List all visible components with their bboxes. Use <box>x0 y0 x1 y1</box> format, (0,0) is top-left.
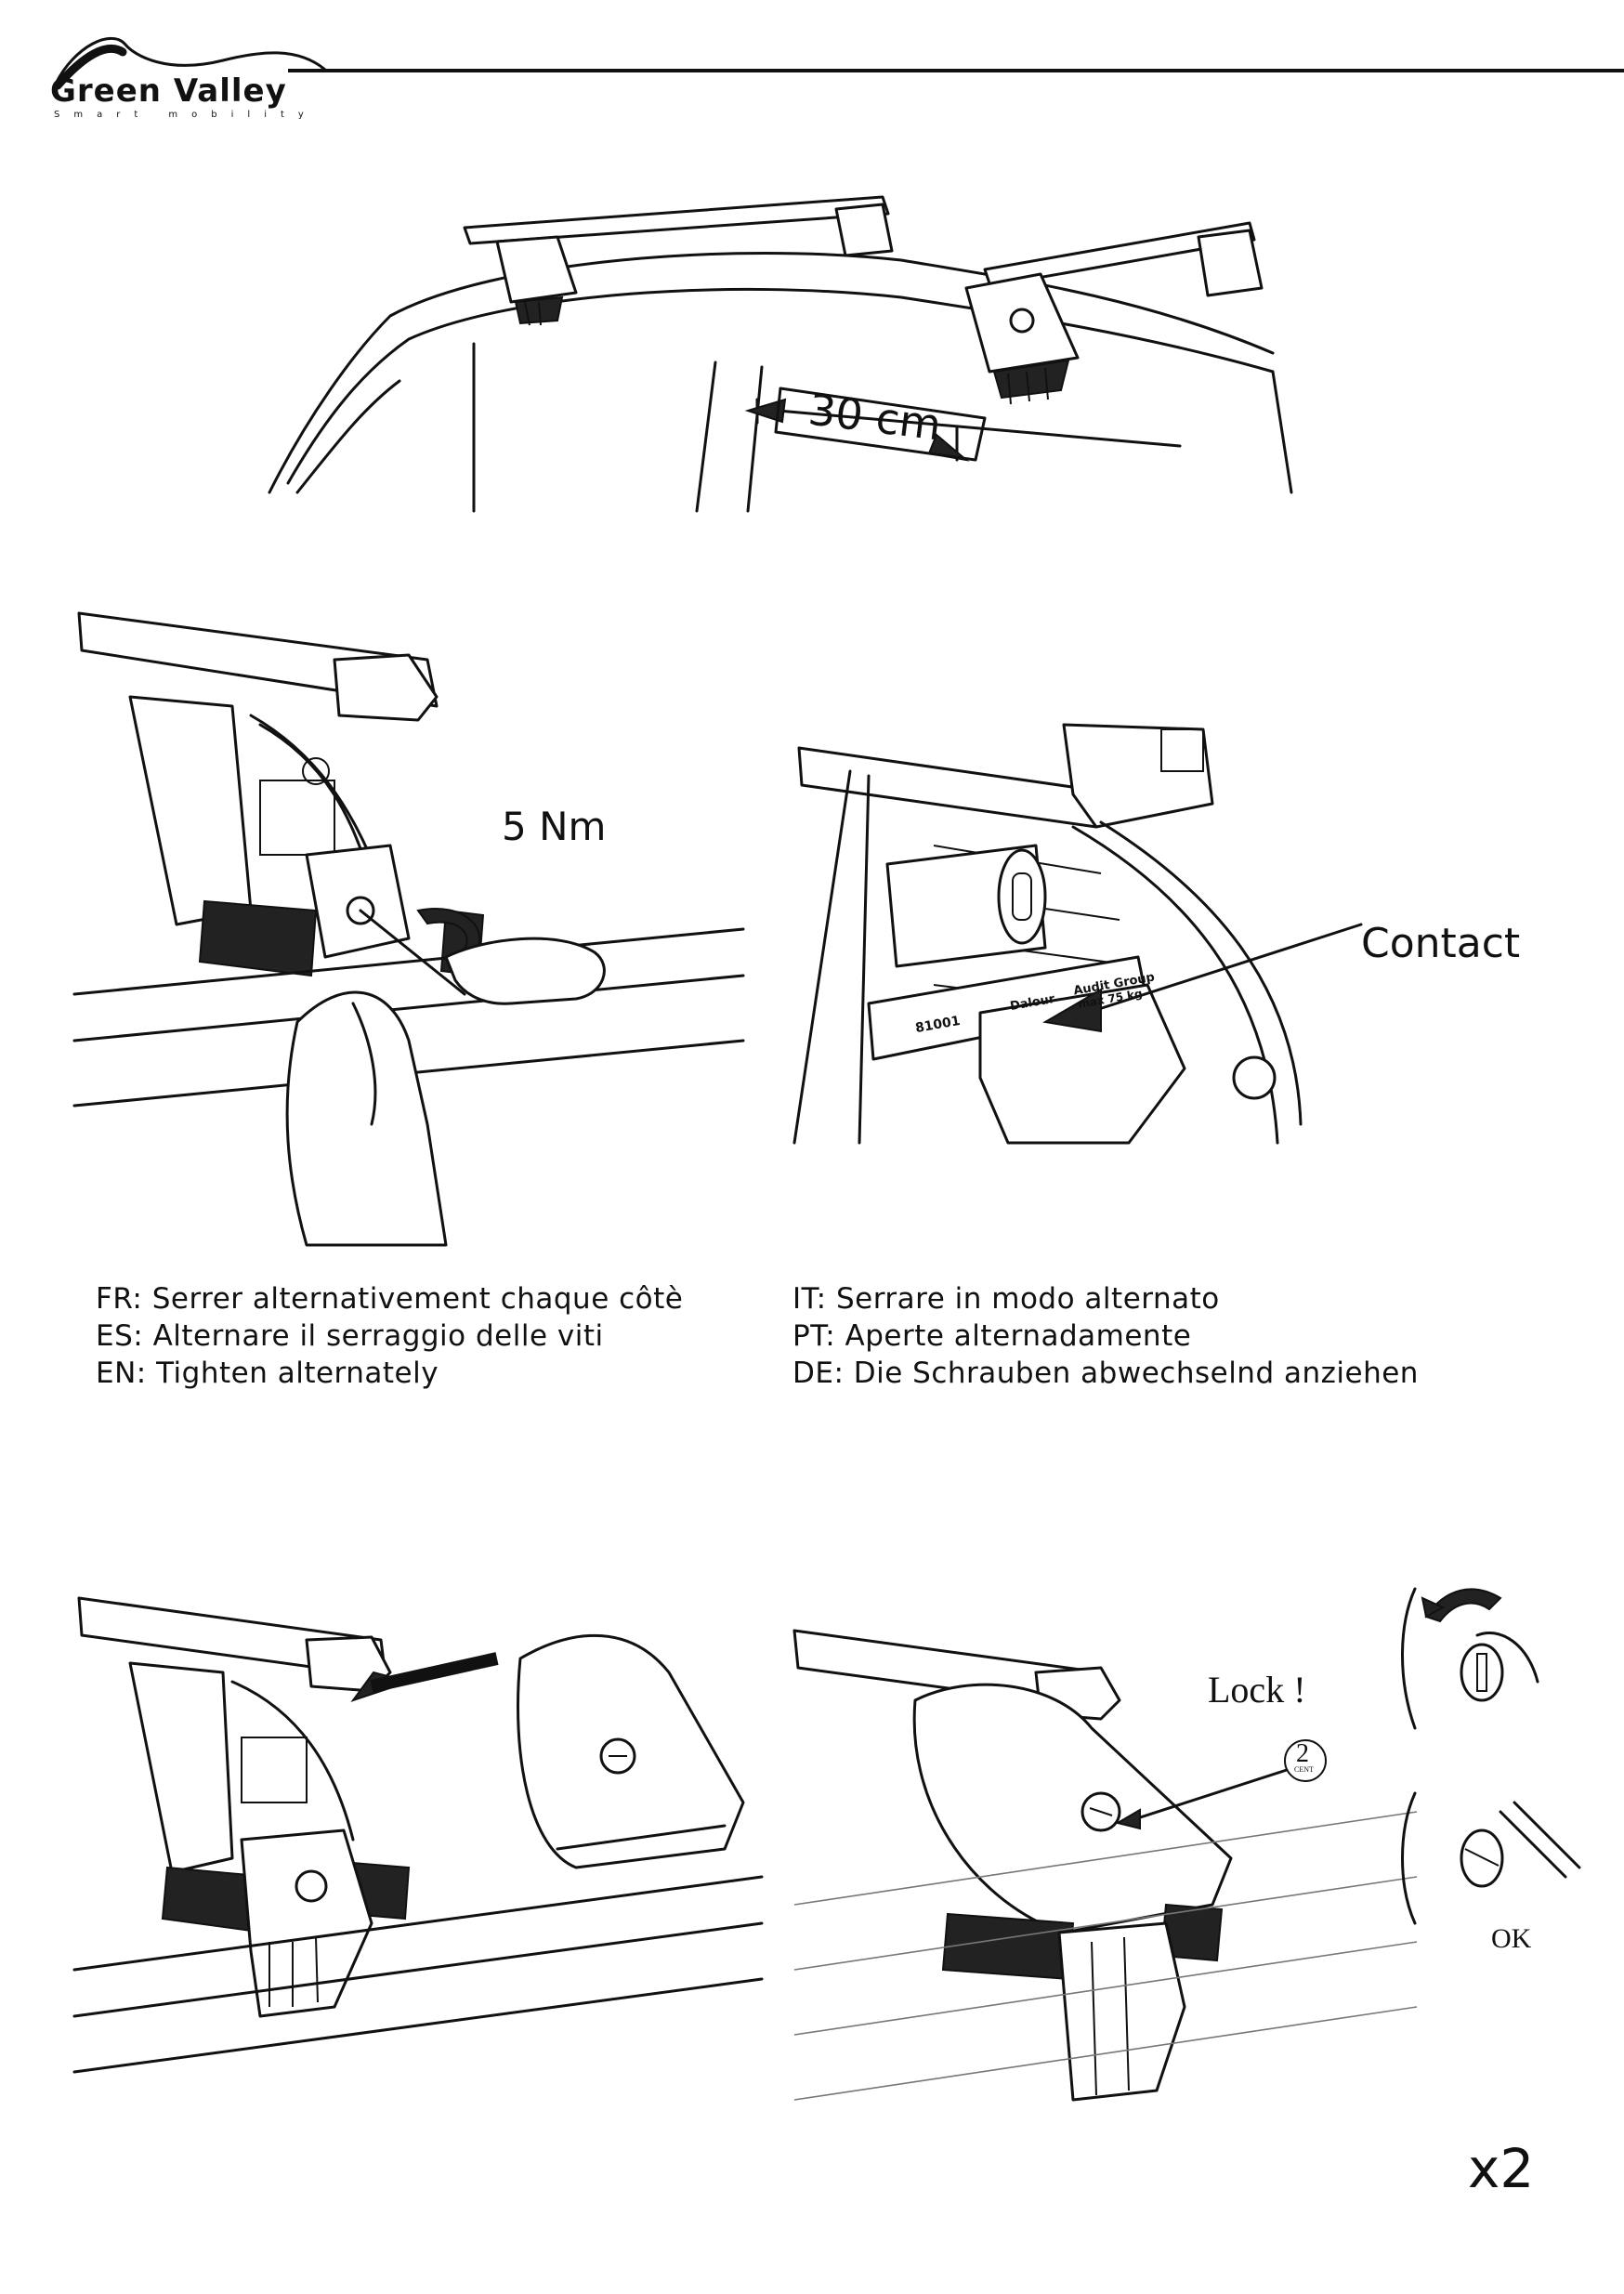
lock-drawing <box>792 1587 1581 2102</box>
cover-attach-drawing <box>72 1596 764 2074</box>
coin-number: 2 <box>1296 1739 1309 1768</box>
step2-illustration: 5 Nm <box>72 604 745 1247</box>
step1-illustration: 30 cm <box>251 139 1310 513</box>
step5-illustration: Lock ! 2 CENT OK <box>792 1570 1593 2109</box>
lock-label: Lock ! <box>1208 1669 1306 1711</box>
instructions-right: IT: Serrare in modo alternato PT: Aperte… <box>792 1280 1610 1392</box>
torque-label: 5 Nm <box>502 804 607 849</box>
step3-illustration: 81001 Dalour Audit Group max 75 kg Conta… <box>792 706 1538 1145</box>
ok-label: OK <box>1491 1923 1532 1954</box>
header: Green Valley Smart mobility <box>0 0 1624 139</box>
brand-logo-swoosh <box>53 36 327 90</box>
brand-name: Green Valley <box>50 72 287 110</box>
torque-drawing <box>72 611 745 1247</box>
coin-unit: CENT <box>1294 1765 1314 1774</box>
instruction-fr: FR: Serrer alternativement chaque côtè <box>96 1282 684 1316</box>
car-roof-drawing <box>268 195 1293 513</box>
contact-label: Contact <box>1361 920 1521 967</box>
instructions-left: FR: Serrer alternativement chaque côtè E… <box>96 1280 746 1392</box>
step4-illustration <box>72 1570 764 2091</box>
instruction-de: DE: Die Schrauben abwechselnd anziehen <box>792 1357 1419 1390</box>
quantity-label: x2 <box>1468 2137 1535 2200</box>
contact-drawing <box>792 723 1363 1145</box>
instruction-it: IT: Serrare in modo alternato <box>792 1282 1220 1316</box>
instruction-pt: PT: Aperte alternadamente <box>792 1319 1192 1353</box>
brand-tagline: Smart mobility <box>54 110 318 120</box>
instruction-en: EN: Tighten alternately <box>96 1357 439 1390</box>
instruction-es: ES: Alternare il serraggio delle viti <box>96 1319 604 1353</box>
header-rule <box>288 69 1624 72</box>
